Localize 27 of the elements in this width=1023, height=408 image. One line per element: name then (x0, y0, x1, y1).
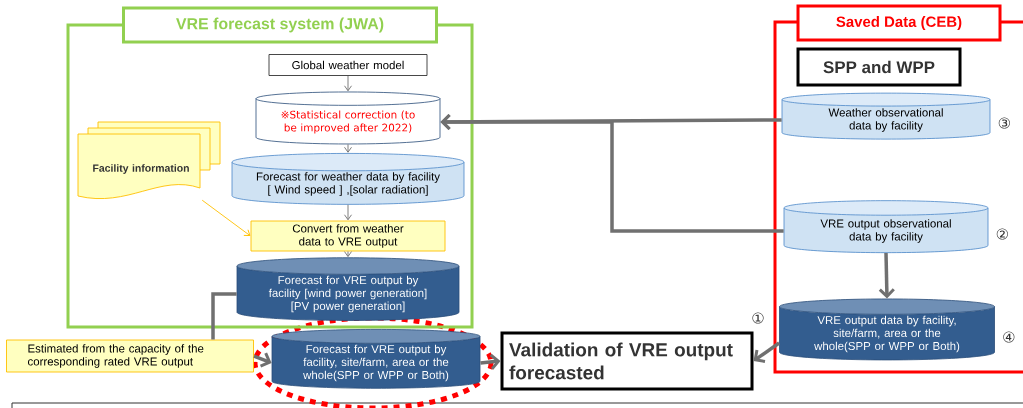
document-stack: Facility information (77, 121, 221, 200)
arrow (344, 75, 352, 92)
arrow (344, 251, 352, 257)
arrow (753, 341, 781, 363)
process-box: Convert from weather data to VRE output (250, 220, 446, 252)
database-cylinder: Forecast for weather data by facility [ Wind speed ] ,[solar radiation] (231, 153, 465, 205)
arrow (201, 199, 251, 236)
arrow (440, 113, 784, 233)
database-cylinder: Forecast for VRE output by facility [wind power generation] [PV power generation] (236, 257, 460, 321)
process-box: Global weather model (268, 54, 428, 76)
edge-label: ① (750, 311, 766, 325)
database-cylinder: Weather observational data by facility (781, 92, 991, 140)
circled-number: ④ (1003, 331, 1015, 343)
arrow (344, 143, 352, 153)
result-box: Validation of VRE output forecasted (500, 331, 754, 391)
arrow (344, 204, 352, 221)
arrow (480, 353, 501, 370)
circled-number: ② (996, 228, 1008, 240)
circled-number: ③ (998, 117, 1010, 129)
heading-box: SPP and WPP (796, 47, 962, 87)
database-cylinder: ※Statistical correction (to be improved after 2022) (255, 91, 441, 145)
process-box: Estimated from the capacity of the corresponding rated VRE output (6, 339, 254, 373)
arrow (253, 352, 272, 368)
database-cylinder: VRE output observational data by facility (783, 200, 989, 254)
database-cylinder: VRE output data by facility, site/farm, area or the whole(SPP or WPP or Both) (779, 298, 995, 361)
database-cylinder: Forecast for VRE output by facility, site/farm, area or the whole(SPP or WPP or Both) (271, 329, 481, 389)
arrow (878, 253, 895, 299)
